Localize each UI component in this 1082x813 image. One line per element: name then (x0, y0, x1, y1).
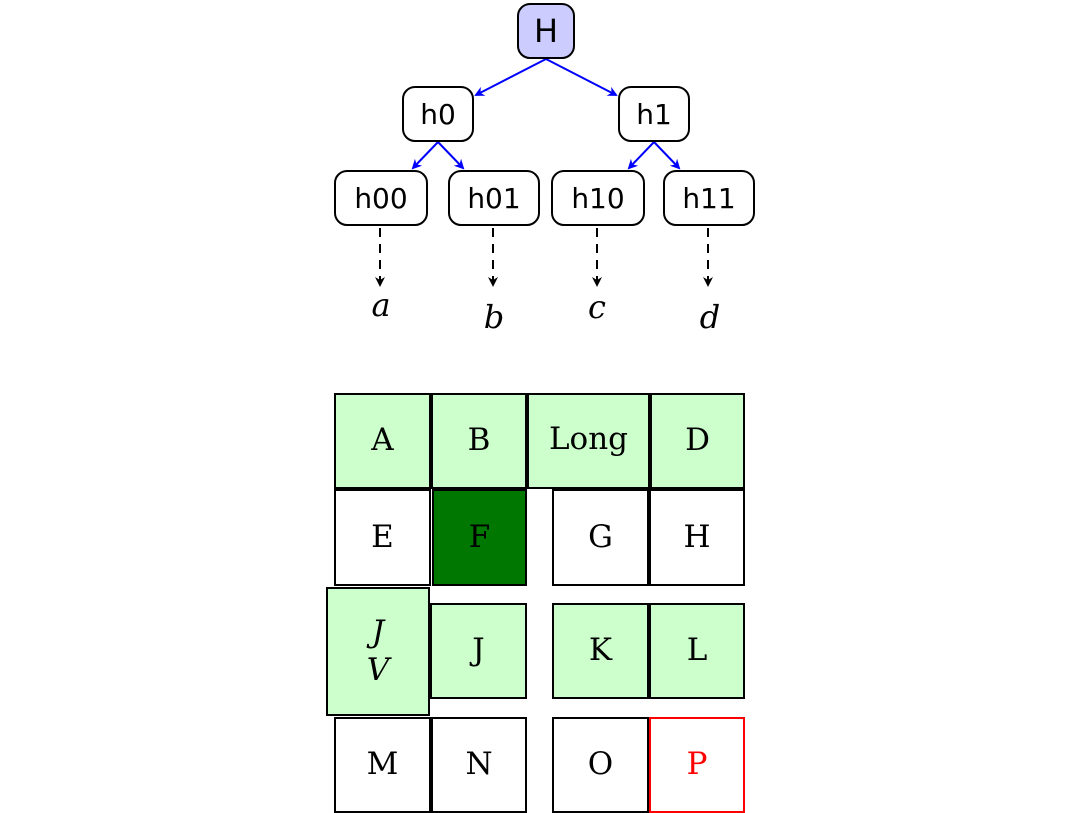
grid-cell-m: M (334, 717, 431, 813)
grid-cell-long: Long (527, 393, 650, 489)
tree-node-h01: h01 (448, 170, 540, 226)
grid-cell-jv: J V (326, 587, 430, 716)
tree-node-h0: h0 (402, 86, 474, 142)
edge-h1-h11 (653, 141, 681, 170)
edge-h1-h10 (627, 141, 655, 170)
grid-cell-d: D (650, 393, 745, 489)
tree-node-h10: h10 (551, 170, 645, 226)
tree-node-h11: h11 (663, 170, 755, 226)
edge-h0-h00 (411, 141, 439, 170)
leaf-label-d: d (699, 298, 721, 336)
tree-node-root: H (517, 3, 575, 59)
grid-cell-k: K (552, 603, 649, 699)
grid-cell-p: P (649, 717, 745, 813)
grid-cell-f: F (432, 489, 527, 586)
grid-cell-o: O (552, 717, 649, 813)
leaf-label-b: b (483, 298, 505, 336)
grid-cell-l: L (649, 603, 745, 699)
edge-root-h1 (545, 58, 618, 96)
grid-cell-a: A (334, 393, 431, 489)
leaf-label-a: a (371, 286, 391, 324)
grid-cell-b: B (431, 393, 527, 489)
tree-node-h1: h1 (618, 86, 690, 142)
grid-cell-h: H (649, 489, 745, 586)
grid-cell-n: N (431, 717, 527, 813)
edge-h0-h01 (437, 141, 465, 170)
grid-cell-g: G (552, 489, 649, 586)
grid-cell-j: J (430, 603, 527, 699)
tree-node-h00: h00 (334, 170, 428, 226)
edge-root-h0 (474, 58, 547, 96)
leaf-label-c: c (588, 288, 606, 326)
grid-cell-e: E (334, 489, 431, 586)
